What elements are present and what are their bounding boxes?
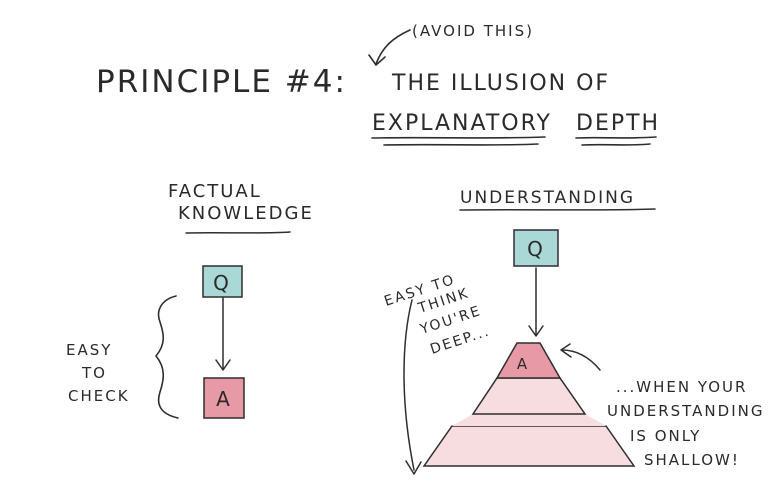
understanding-arrow-head (528, 325, 544, 337)
factual-question-box (202, 265, 243, 298)
factual-arrow-head (215, 359, 231, 371)
factual-answer-label: A (216, 387, 232, 411)
shallow-arrow-line (561, 349, 601, 371)
avoid-arrow-head (368, 54, 386, 66)
explanatory-underline (371, 136, 546, 139)
depth-underline (575, 136, 657, 139)
pyramid-layer-middle (471, 377, 587, 415)
understanding-heading: UNDERSTANDING (460, 188, 635, 208)
shallow-arrow-head (560, 343, 572, 358)
understanding-answer-label: A (517, 355, 529, 373)
factual-brace (155, 295, 179, 419)
shallow-line-3: IS ONLY (630, 427, 701, 445)
explanatory-underline-2 (383, 143, 539, 146)
factual-question-label: Q (213, 271, 231, 295)
easy-think-arrow-line (403, 299, 415, 471)
factual-heading-line-1: FACTUAL (168, 181, 262, 202)
pyramid-gap-shading (452, 414, 606, 426)
understanding-question-label: Q (527, 237, 545, 261)
factual-underline (185, 231, 291, 234)
title-line-1: THE ILLUSION OF (391, 71, 610, 96)
avoid-arrow-line (375, 29, 411, 65)
pyramid-tip-answer (495, 342, 562, 379)
easy-think-arrow-head (405, 460, 422, 475)
avoid-this-note: (AVOID THIS) (412, 22, 534, 40)
shallow-line-4: SHALLOW! (644, 451, 740, 469)
factual-answer-box (203, 377, 245, 419)
factual-heading-line-2: KNOWLEDGE (178, 203, 314, 224)
principle-number: PRINCIPLE #4: (96, 64, 347, 100)
understanding-question-box (513, 229, 559, 267)
pyramid-layer-bottom (422, 425, 636, 467)
shallow-line-2: UNDERSTANDING (607, 402, 764, 420)
easy-check-line-2: TO (81, 364, 107, 382)
easy-check-line-1: EASY (66, 341, 112, 359)
understanding-underline (459, 208, 656, 211)
title-depth: DEPTH (576, 111, 660, 136)
title-explanatory: EXPLANATORY (372, 111, 552, 136)
depth-underline-2 (581, 143, 651, 146)
shallow-line-1: ...WHEN YOUR (616, 378, 747, 396)
easy-check-line-3: CHECK (68, 387, 130, 405)
